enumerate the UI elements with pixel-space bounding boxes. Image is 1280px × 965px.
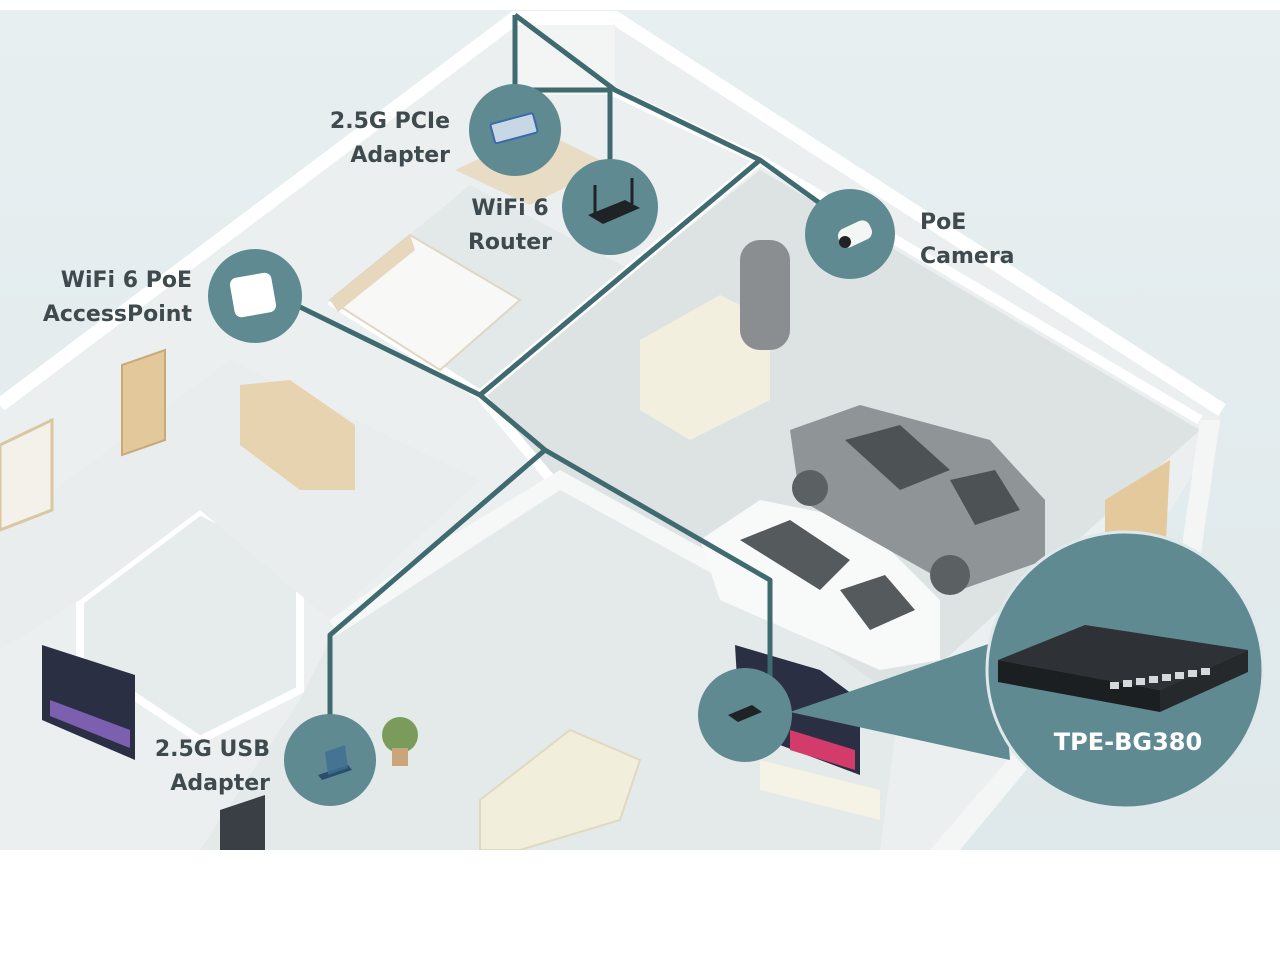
usb-adapter-icon — [318, 745, 352, 780]
pcie-adapter-label-line2: Adapter — [350, 143, 450, 168]
furniture — [0, 130, 1170, 850]
cable-router-garage — [478, 158, 762, 397]
switch-icon — [998, 625, 1248, 712]
access-point-label: WiFi 6 PoE AccessPoint — [20, 264, 192, 332]
poe-camera-label-line2: Camera — [920, 244, 1015, 269]
camera-icon — [837, 220, 873, 248]
usb-adapter-label: 2.5G USB Adapter — [120, 733, 270, 801]
cable-to-camera — [513, 13, 852, 228]
poe-camera-label: PoE Camera — [920, 206, 1015, 274]
wifi-router-label: WiFi 6 Router — [455, 192, 565, 260]
usb-adapter-label-line2: Adapter — [170, 771, 270, 796]
pcie-adapter-label-line1: 2.5G PCIe — [329, 109, 450, 134]
access-point-bubble — [208, 249, 302, 343]
access-point-label-line1: WiFi 6 PoE — [60, 268, 192, 293]
usb-adapter-bubble — [284, 714, 376, 806]
wifi-router-label-line1: WiFi 6 — [471, 196, 549, 221]
pcie-adapter-label: 2.5G PCIe Adapter — [290, 105, 450, 173]
pcie-adapter-bubble — [469, 84, 561, 176]
cable-backbone — [512, 15, 613, 160]
home-network-scene — [0, 10, 1280, 850]
usb-adapter-label-line1: 2.5G USB — [154, 737, 270, 762]
cable-to-usb-adapter — [327, 448, 547, 720]
access-point-label-line2: AccessPoint — [42, 302, 192, 327]
poe-camera-bubble — [805, 189, 895, 279]
wifi-router-label-line2: Router — [467, 230, 552, 255]
switch-callout — [698, 530, 1265, 810]
poe-camera-label-line1: PoE — [920, 210, 967, 235]
router-icon — [588, 178, 640, 224]
access-point-icon — [229, 272, 277, 318]
switch-model-label: TPE-BG380 — [1053, 728, 1203, 756]
pcie-card-icon — [489, 112, 539, 145]
network-cables — [253, 13, 852, 720]
small-switch-icon — [728, 705, 762, 722]
wifi-router-bubble — [562, 159, 658, 255]
